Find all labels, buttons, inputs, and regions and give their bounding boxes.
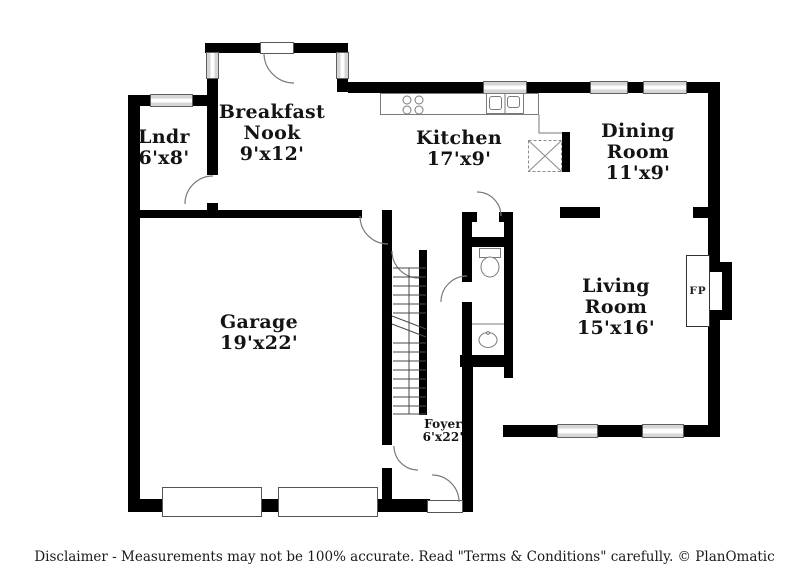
wall-segment (128, 95, 140, 512)
window (557, 424, 598, 438)
wall-segment (504, 212, 513, 378)
fireplace (686, 255, 710, 327)
room-label-living-room: Living Room 15'x16' (541, 276, 691, 339)
room-name: Breakfast Nook (218, 101, 326, 144)
wall-segment (207, 43, 218, 175)
window (483, 81, 527, 94)
stove-icon (402, 105, 412, 115)
room-name: Garage (219, 311, 299, 333)
door-arc (476, 191, 502, 217)
wall-segment (382, 468, 392, 512)
wall-segment (382, 210, 392, 445)
room-name: Lndr (138, 126, 190, 148)
wall-segment (128, 210, 362, 218)
room-dims: 6'x22' (422, 430, 464, 445)
room-dims: 9'x12' (239, 142, 305, 165)
window (150, 94, 193, 107)
room-name: Living Room (582, 275, 650, 318)
wall-segment (722, 262, 732, 320)
door-arc (263, 52, 295, 84)
wall-segment (708, 262, 732, 272)
front-door-threshold (427, 500, 463, 513)
wall-segment (503, 425, 720, 437)
room-name: Dining Room (601, 120, 675, 163)
wall-segment (527, 82, 590, 93)
stove-icon (414, 95, 424, 105)
wall-segment (460, 355, 511, 367)
room-dims: 15'x16' (577, 316, 655, 339)
door-leaf (260, 42, 294, 54)
wall-segment (462, 302, 472, 355)
toilet-icon (479, 248, 501, 278)
stove-icon (414, 105, 424, 115)
room-dims: 6'x8' (138, 146, 190, 169)
window (336, 52, 349, 79)
room-label-kitchen: Kitchen 17'x9' (384, 128, 534, 170)
wall-segment (687, 82, 720, 93)
garage-door (162, 487, 262, 517)
room-label-dining-room: Dining Room 11'x9' (563, 121, 713, 184)
wall-segment (348, 82, 483, 93)
sink-icon (486, 93, 524, 114)
vanity-sink-icon (472, 323, 504, 348)
room-label-breakfast-nook: Breakfast Nook 9'x12' (187, 102, 357, 165)
door-arc (431, 474, 460, 503)
wall-segment (628, 82, 643, 93)
wall-segment (462, 212, 472, 282)
window (643, 81, 687, 94)
room-dims: 11'x9' (605, 161, 671, 184)
garage-door (278, 487, 378, 517)
window (642, 424, 684, 438)
wall-segment (562, 132, 570, 172)
wall-segment (693, 207, 720, 218)
disclaimer-text: Disclaimer - Measurements may not be 100… (34, 549, 775, 565)
room-dims: 17'x9' (426, 147, 492, 170)
door-arc (391, 250, 420, 279)
window (590, 81, 628, 94)
stove-icon (402, 95, 412, 105)
room-name: Kitchen (416, 127, 502, 149)
wall-segment (708, 318, 720, 437)
door-arc (393, 445, 419, 471)
wall-segment (708, 310, 732, 320)
fireplace-label: FP (689, 285, 707, 297)
room-dims: 19'x22' (220, 331, 298, 354)
window (206, 52, 219, 79)
wall-segment (708, 82, 720, 272)
wall-segment (462, 367, 473, 512)
wall-segment (419, 250, 427, 415)
room-label-laundry: Lndr 6'x8' (109, 127, 219, 169)
wall-segment (462, 237, 513, 247)
room-label-foyer: Foyer 6'x22' (398, 417, 488, 445)
wall-segment (560, 207, 600, 218)
door-arc (184, 175, 214, 205)
room-name: Foyer (424, 417, 462, 431)
room-label-garage: Garage 19'x22' (184, 312, 334, 354)
